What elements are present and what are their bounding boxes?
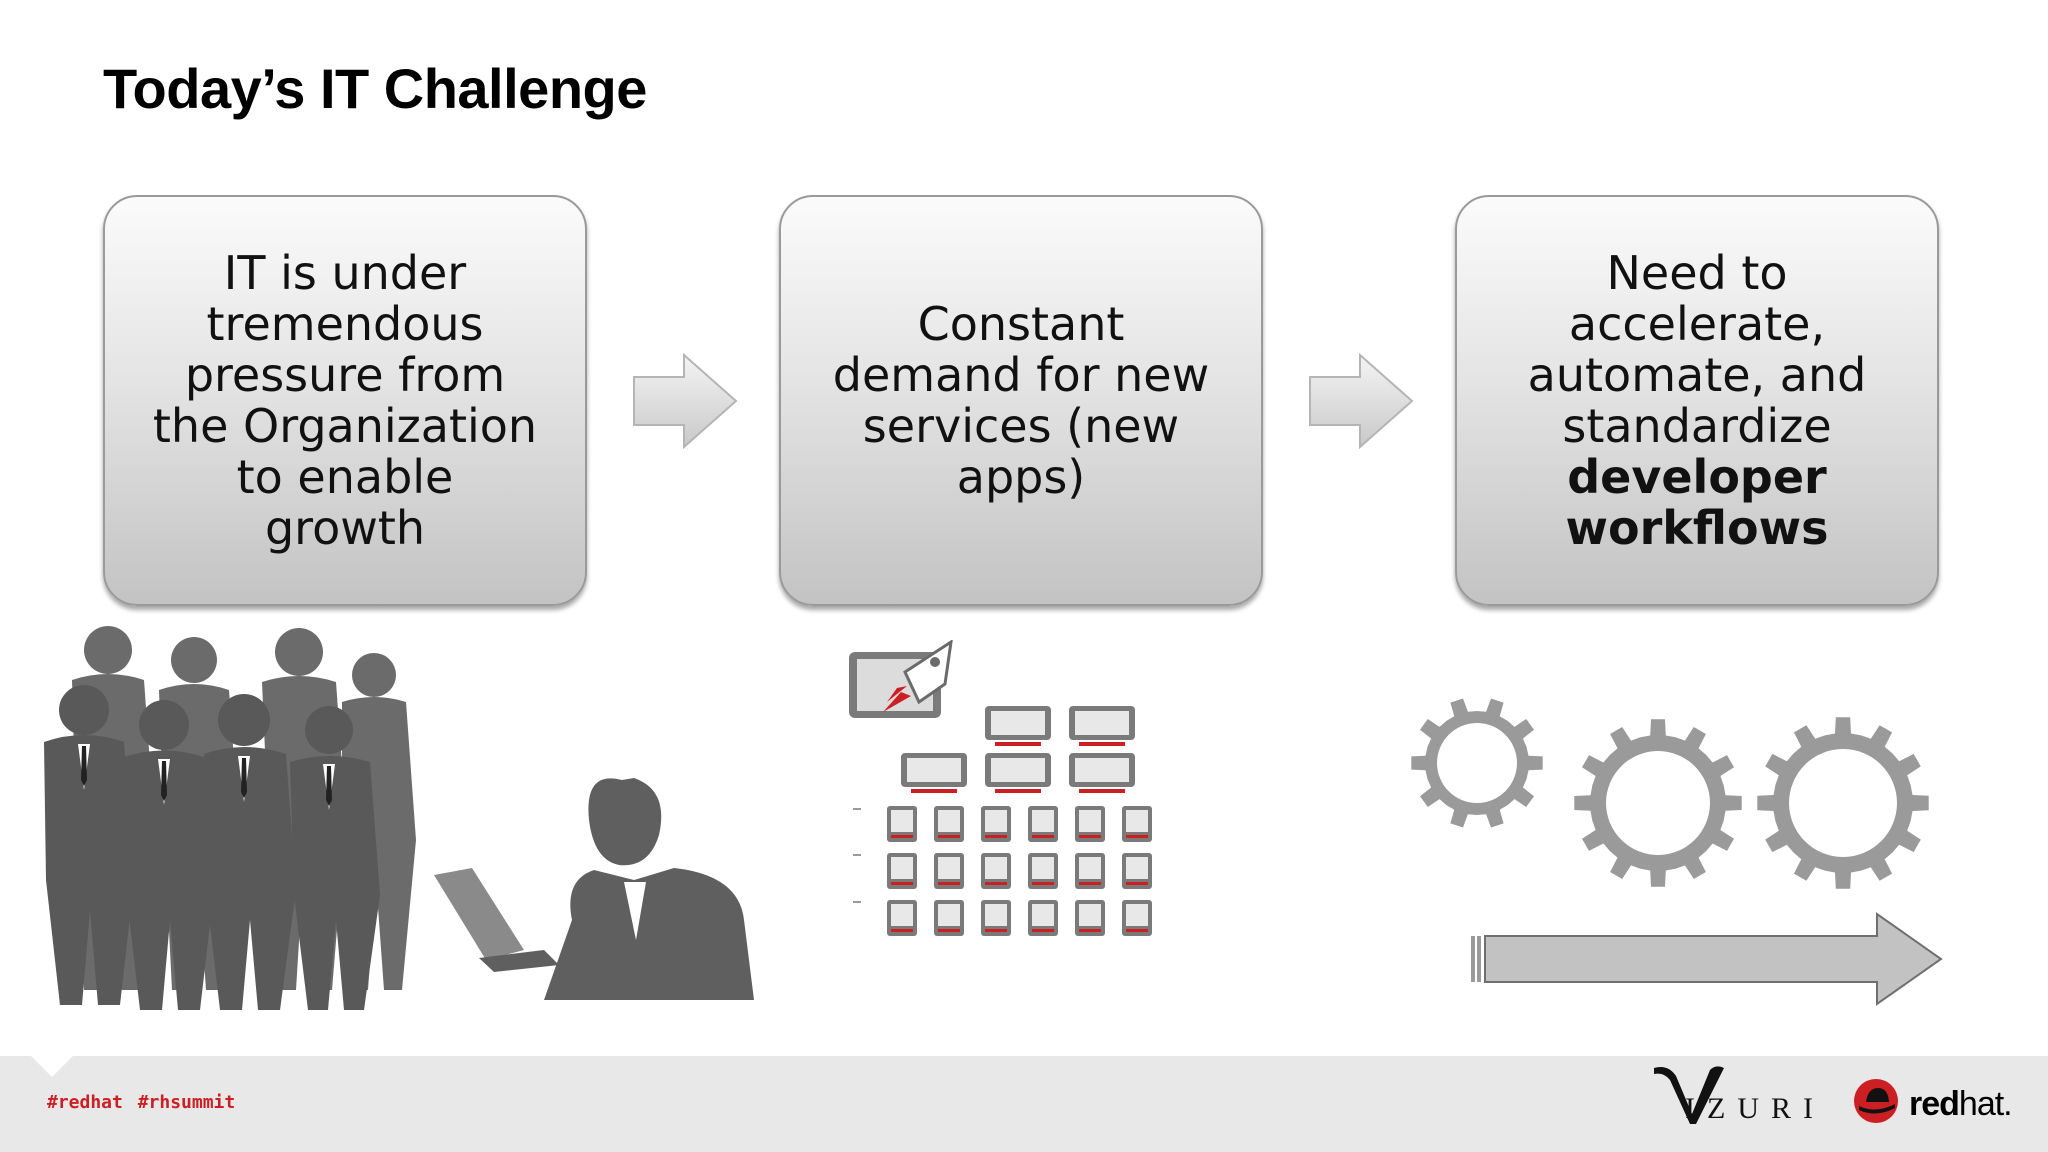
challenge-box-automation-bold: developer workflows bbox=[1565, 449, 1829, 555]
footer-bar bbox=[0, 1056, 2048, 1152]
challenge-box-automation: Need to accelerate, automate, and standa… bbox=[1455, 195, 1939, 606]
challenge-box-automation-text: Need to accelerate, automate, and standa… bbox=[1497, 245, 1897, 555]
redhat-shadowman-icon bbox=[1854, 1079, 1898, 1123]
business-people-silhouettes bbox=[44, 626, 754, 1010]
gear-small-icon bbox=[1411, 698, 1543, 828]
redhat-logo: redhat. bbox=[1909, 1085, 2013, 1124]
challenge-box-demand: Constant demand for new services (new ap… bbox=[779, 195, 1263, 606]
challenge-box-automation-regular: Need to accelerate, automate, and standa… bbox=[1527, 245, 1867, 453]
progress-arrow-icon bbox=[1471, 912, 1943, 1006]
footer-hashtags: #redhat #rhsummit bbox=[47, 1092, 236, 1113]
tablet-icon bbox=[853, 806, 1152, 936]
rocket-icon bbox=[849, 640, 953, 718]
slide-title: Today’s IT Challenge bbox=[103, 57, 647, 120]
footer-notch bbox=[30, 1055, 74, 1077]
arrow-right-icon bbox=[633, 353, 738, 449]
redhat-logo-light: hat. bbox=[1958, 1085, 2013, 1123]
gear-icon bbox=[1411, 698, 1929, 889]
vizuri-logo-mark bbox=[1654, 1066, 1724, 1124]
arrow-right-icon bbox=[1309, 353, 1414, 449]
vizuri-logo: IZURI bbox=[1685, 1092, 1825, 1125]
gear-medium-icon bbox=[1574, 719, 1742, 887]
challenge-box-pressure-text: IT is under tremendous pressure from the… bbox=[152, 245, 538, 555]
monitor-icon bbox=[901, 706, 1135, 793]
challenge-box-demand-text: Constant demand for new services (new ap… bbox=[832, 296, 1210, 504]
devices-cluster bbox=[849, 640, 1152, 936]
redhat-logo-bold: red bbox=[1909, 1085, 1960, 1123]
gear-large-icon bbox=[1757, 717, 1929, 889]
challenge-box-pressure: IT is under tremendous pressure from the… bbox=[103, 195, 587, 606]
